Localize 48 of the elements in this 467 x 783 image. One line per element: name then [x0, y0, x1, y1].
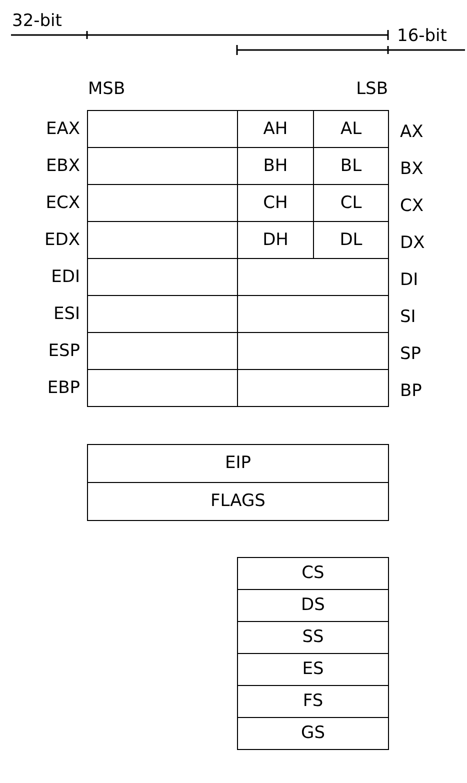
- register-cell: [87, 444, 389, 483]
- register-label: EBP: [46, 376, 80, 398]
- register-name: SS: [302, 629, 324, 646]
- bit-width-label: 32-bit: [12, 10, 62, 32]
- register-label: EDX: [44, 228, 80, 250]
- register-cell: [237, 685, 389, 718]
- register-cell: [237, 717, 389, 750]
- empty-register-cell: [87, 110, 238, 148]
- register-label: ECX: [44, 192, 80, 214]
- register-label: DI: [400, 268, 418, 290]
- register-name: FS: [302, 693, 324, 710]
- register-label: BP: [400, 380, 422, 402]
- bit-width-label: 16-bit: [397, 25, 447, 47]
- register-label: DX: [400, 232, 425, 254]
- register-label: EBX: [44, 154, 80, 176]
- register-name: DS: [301, 597, 325, 614]
- register-label: ESI: [52, 302, 80, 324]
- register-name: FLAGS: [210, 493, 266, 510]
- register-label: SP: [400, 342, 422, 364]
- register-name: EIP: [224, 455, 251, 472]
- register-label: BX: [400, 158, 424, 180]
- register-name: ES: [302, 661, 324, 678]
- register-cell: [237, 653, 389, 686]
- register-label: CX: [400, 194, 424, 216]
- register-cell: [237, 589, 389, 622]
- register-name: CS: [302, 565, 324, 582]
- register-label: EDI: [50, 266, 80, 288]
- register-name: AL: [340, 120, 362, 138]
- register-name: DH: [262, 232, 288, 248]
- register-cell: [237, 557, 389, 590]
- empty-register-cell: [237, 369, 389, 407]
- register-cell: [87, 482, 389, 521]
- register-label: SI: [400, 306, 416, 328]
- register-name: DL: [340, 232, 362, 248]
- register-label: ESP: [47, 340, 80, 362]
- register-name: BL: [340, 158, 362, 174]
- empty-register-cell: [87, 369, 238, 407]
- byte-order-label: LSB: [355, 78, 388, 100]
- register-label: EAX: [44, 118, 80, 140]
- register-cell: [313, 110, 389, 148]
- register-name: BH: [263, 158, 288, 174]
- register-cell: [237, 621, 389, 654]
- register-name: GS: [301, 725, 325, 742]
- register-label: AX: [400, 120, 424, 142]
- register-name: AH: [263, 120, 288, 138]
- register-name: CL: [340, 194, 362, 212]
- byte-order-label: MSB: [88, 78, 126, 100]
- register-name: CH: [263, 194, 288, 212]
